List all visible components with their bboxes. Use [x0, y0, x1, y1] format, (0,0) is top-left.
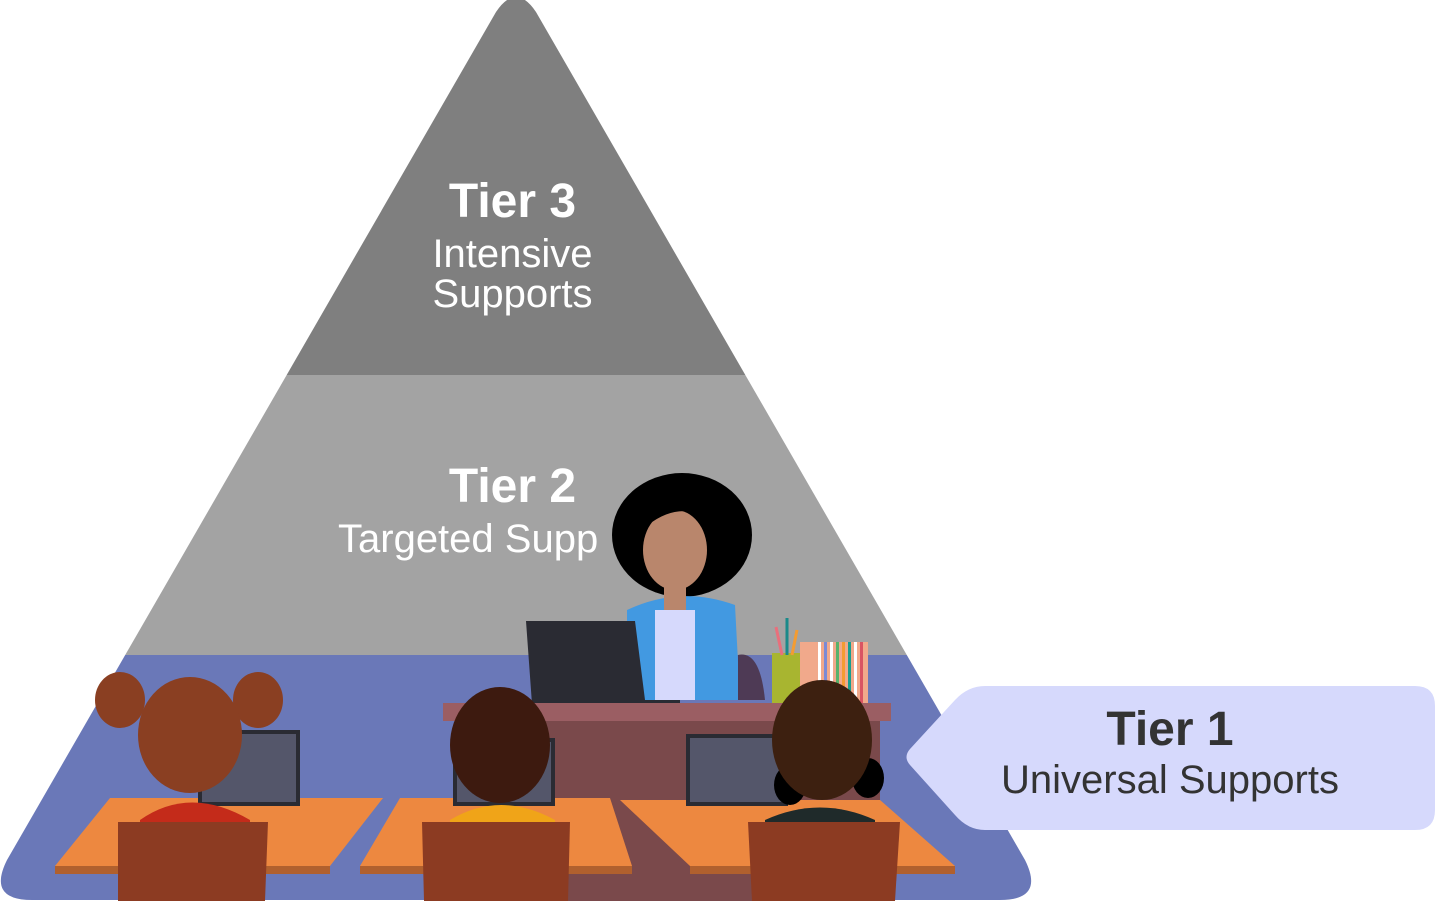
student-chairs [118, 822, 900, 901]
tier-3-subtitle-line1: Intensive [432, 232, 593, 276]
teacher-illustration [612, 473, 752, 700]
tier-2-band [0, 375, 1032, 655]
tier-1-label: Tier 1 Universal Supports [960, 703, 1380, 802]
laptop-icon [526, 621, 680, 704]
tier-3-subtitle-line2: Supports [432, 272, 593, 316]
tier-2-subtitle: Targeted Supp [338, 517, 599, 561]
tier-3-title: Tier 3 [448, 175, 577, 228]
chair-back [738, 654, 765, 700]
tier-2-title: Tier 2 [448, 460, 577, 513]
tier-1-callout [906, 686, 1435, 830]
tier-1-title: Tier 1 [1106, 703, 1234, 756]
book-spines [818, 642, 863, 704]
tier-1-subtitle: Universal Supports [1001, 758, 1339, 802]
tier-3-label: Tier 3 Intensive Supports [380, 175, 645, 316]
